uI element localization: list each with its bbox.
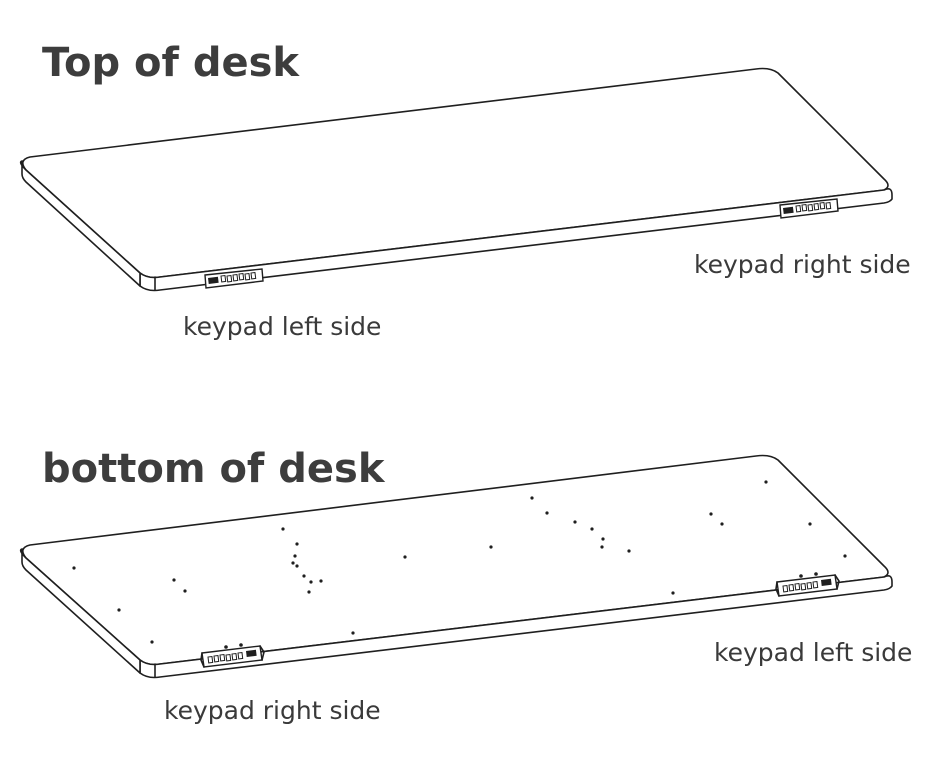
desk-bottom-view xyxy=(19,454,893,679)
title-bottom-of-desk: bottom of desk xyxy=(42,446,385,492)
label-bottom-keypad-left: keypad left side xyxy=(714,638,913,667)
keypad-bottom-left xyxy=(775,572,840,597)
desk-bottom-left-edge xyxy=(19,548,141,674)
label-bottom-keypad-right: keypad right side xyxy=(164,696,381,725)
label-top-keypad-left: keypad left side xyxy=(183,312,382,341)
desk-top-view xyxy=(19,67,893,292)
keypad-top-left xyxy=(204,268,264,289)
keypad-top-right xyxy=(779,198,839,219)
desk-top-left-edge xyxy=(19,160,141,287)
screw-holes xyxy=(72,480,847,644)
title-top-of-desk: Top of desk xyxy=(42,40,299,86)
label-top-keypad-right: keypad right side xyxy=(694,250,911,279)
keypad-bottom-right xyxy=(200,643,265,668)
